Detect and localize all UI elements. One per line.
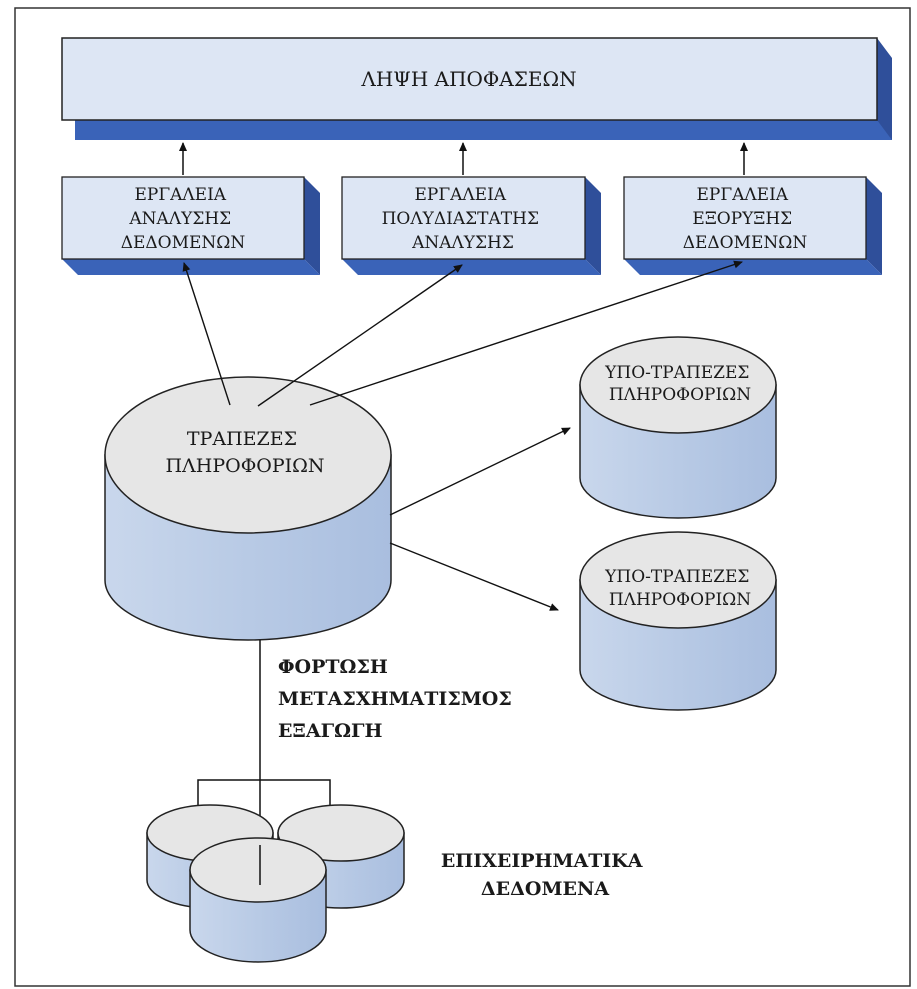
etl-branch-line (197, 779, 331, 808)
etl-line3: ΕΞΑΓΩΓΗ (278, 720, 382, 742)
arrow-warehouse-to-mart1 (389, 427, 571, 516)
arrow-warehouse-to-mart2 (389, 542, 559, 611)
svg-text:ΤΡΑΠΕΖΕΣ ΠΛΗΡΟΦΟΡΙΩΝ: ΤΡΑΠΕΖΕΣ ΠΛΗΡΟΦΟΡΙΩΝ (165, 428, 324, 477)
svg-text:ΥΠΟ-ΤΡΑΠΕΖΕΣ ΠΛΗΡΟΦΟΡΙΩΝ: ΥΠΟ-ΤΡΑΠΕΖΕΣ ΠΛΗΡΟΦΟΡΙΩΝ (604, 363, 755, 405)
warehouse-line2: ΠΛΗΡΟΦΟΡΙΩΝ (165, 455, 324, 477)
svg-text:ΕΡΓΑΛΕΙΑ ΕΞΟΡΥΞΗΣ: ΕΡΓΑΛΕΙΑ ΕΞΟΡΥΞΗΣ ΔΕΔΟΜΕΝΩΝ (683, 185, 808, 253)
data-mart2-line2: ΠΛΗΡΟΦΟΡΙΩΝ (609, 590, 751, 610)
tool1-line2: ΑΝΑΛΥΣΗΣ (128, 209, 231, 229)
data-mart1-line2: ΠΛΗΡΟΦΟΡΙΩΝ (609, 385, 751, 405)
tool2-line2: ΠΟΛΥΔΙΑΣΤΑΤΗΣ (382, 209, 539, 229)
data-mart1-line1: ΥΠΟ-ΤΡΑΠΕΖΕΣ (604, 363, 749, 383)
source-data-cylinder-front (189, 837, 327, 963)
svg-text:ΕΠΙΧΕΙΡΗΜΑΤΙΚΑ ΔΕΔΟΜΕΝΑ: ΕΠΙΧΕΙΡΗΜΑΤΙΚΑ ΔΕΔΟΜΕΝΑ (441, 850, 649, 900)
decision-label: ΛΗΨΗ ΑΠΟΦΑΣΕΩΝ (360, 67, 576, 91)
warehouse-cylinder: ΤΡΑΠΕΖΕΣ ΠΛΗΡΟΦΟΡΙΩΝ (104, 376, 392, 641)
etl-line1: ΦΟΡΤΩΣΗ (278, 656, 388, 678)
svg-text:ΕΡΓΑΛΕΙΑ ΠΟΛΥΔΙΑΣΤΑΤΗΣ: ΕΡΓΑΛΕΙΑ ΠΟΛΥΔΙΑΣΤΑΤΗΣ ΑΝΑΛΥΣΗΣ (382, 185, 545, 253)
data-mart2-line1: ΥΠΟ-ΤΡΑΠΕΖΕΣ (604, 567, 749, 587)
svg-text:ΦΟΡΤΩΣΗ ΜΕΤΑΣΧΗΜΑΤΙΣΜΟΣ: ΦΟΡΤΩΣΗ ΜΕΤΑΣΧΗΜΑΤΙΣΜΟΣ ΕΞΑΓΩΓΗ (278, 656, 518, 742)
tool2-line3: ΑΝΑΛΥΣΗΣ (411, 233, 514, 253)
sources-line2: ΔΕΔΟΜΕΝΑ (481, 878, 609, 900)
tool2-line1: ΕΡΓΑΛΕΙΑ (414, 185, 506, 205)
data-mart-cylinder-1: ΥΠΟ-ΤΡΑΠΕΖΕΣ ΠΛΗΡΟΦΟΡΙΩΝ (579, 336, 777, 519)
warehouse-cylinder-top (104, 376, 392, 534)
svg-text:ΥΠΟ-ΤΡΑΠΕΖΕΣ ΠΛΗΡΟΦΟΡΙΩΝ: ΥΠΟ-ΤΡΑΠΕΖΕΣ ΠΛΗΡΟΦΟΡΙΩΝ (604, 567, 755, 610)
tool1-line3: ΔΕΔΟΜΕΝΩΝ (121, 233, 246, 253)
decision-making-box: ΛΗΨΗ ΑΠΟΦΑΣΕΩΝ (61, 37, 892, 140)
tool-box-mining: ΕΡΓΑΛΕΙΑ ΕΞΟΡΥΞΗΣ ΔΕΔΟΜΕΝΩΝ (623, 176, 882, 275)
data-mart-cylinder-2: ΥΠΟ-ΤΡΑΠΕΖΕΣ ΠΛΗΡΟΦΟΡΙΩΝ (579, 531, 777, 711)
arrow-warehouse-to-tool3 (309, 260, 743, 406)
etl-line2: ΜΕΤΑΣΧΗΜΑΤΙΣΜΟΣ (278, 688, 512, 710)
tool1-line1: ΕΡΓΑΛΕΙΑ (134, 185, 226, 205)
tool3-line2: ΕΞΟΡΥΞΗΣ (692, 209, 792, 229)
arrow-warehouse-to-tool1 (182, 262, 231, 406)
arrow-warehouse-to-tool2 (257, 264, 463, 407)
tool-box-olap: ΕΡΓΑΛΕΙΑ ΠΟΛΥΔΙΑΣΤΑΤΗΣ ΑΝΑΛΥΣΗΣ (341, 176, 601, 275)
tool3-line1: ΕΡΓΑΛΕΙΑ (696, 185, 788, 205)
tool3-line3: ΔΕΔΟΜΕΝΩΝ (683, 233, 808, 253)
tool-box-analysis: ΕΡΓΑΛΕΙΑ ΑΝΑΛΥΣΗΣ ΔΕΔΟΜΕΝΩΝ (61, 176, 320, 275)
svg-text:ΕΡΓΑΛΕΙΑ ΑΝΑΛΥΣΗΣ: ΕΡΓΑΛΕΙΑ ΑΝΑΛΥΣΗΣ ΔΕΔΟΜΕΝΩΝ (121, 185, 246, 253)
warehouse-line1: ΤΡΑΠΕΖΕΣ (187, 428, 297, 450)
sources-line1: ΕΠΙΧΕΙΡΗΜΑΤΙΚΑ (441, 850, 643, 872)
decision-box-face (61, 37, 878, 121)
